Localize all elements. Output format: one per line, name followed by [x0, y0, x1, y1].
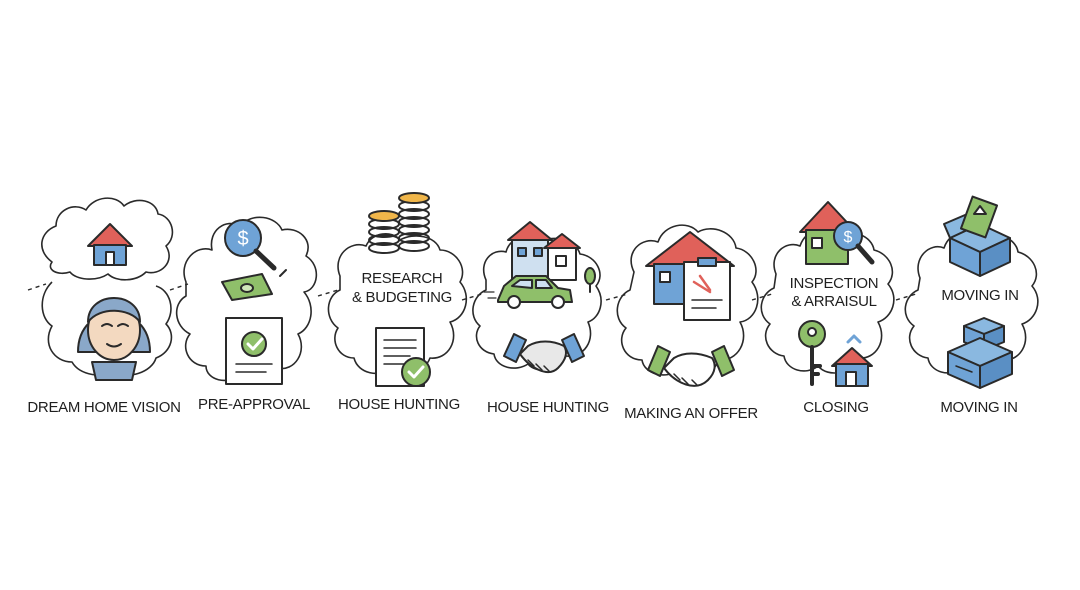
connector	[461, 293, 483, 301]
svg-text:$: $	[237, 228, 248, 250]
magnifier-dollar-icon: $	[224, 219, 277, 271]
connector	[27, 283, 47, 291]
cloud-house-icon	[87, 223, 133, 266]
small-house-icon	[831, 334, 873, 387]
person-icon	[77, 297, 151, 381]
step-pre-approval: $ PRE-APPROVAL	[169, 216, 318, 413]
step-moving-in: MOVING IN MOVING IN	[895, 195, 1039, 416]
cloud-outline	[616, 224, 759, 378]
cloud-outline	[41, 197, 174, 281]
approved-document-icon	[225, 317, 283, 385]
top-label-line-1: INSPECTION	[790, 275, 879, 292]
connector	[317, 289, 339, 297]
connector	[895, 293, 917, 301]
car-icon	[483, 275, 573, 309]
house-contract-icon	[645, 231, 735, 321]
step-label: MAKING AN OFFER	[624, 405, 758, 422]
stacked-boxes-icon	[947, 317, 1013, 389]
handshake-icon	[503, 333, 585, 373]
cash-icon	[221, 269, 287, 301]
moving-box-icon	[943, 195, 1011, 277]
top-label-line-2: & ARRAISUL	[791, 293, 876, 310]
step-label: CLOSING	[803, 399, 868, 416]
step-label: HOUSE HUNTING	[338, 396, 460, 413]
step-label: PRE-APPROVAL	[198, 396, 310, 413]
step-label: MOVING IN	[940, 399, 1017, 416]
svg-text:$: $	[844, 229, 853, 246]
step-research-budgeting: RESEARCH & BUDGETING HOUSE HUNTING	[317, 192, 468, 413]
houses-icon	[507, 221, 596, 293]
coin-stacks-icon	[368, 192, 430, 254]
step-inspection-closing: $ INSPECTION & ARRAISUL CLOSING	[751, 201, 895, 416]
connector	[169, 283, 189, 291]
key-icon	[798, 320, 826, 386]
cloud-outline	[327, 233, 468, 375]
handshake-icon	[647, 345, 735, 387]
top-label: MOVING IN	[941, 287, 1018, 304]
top-label-line-1: RESEARCH	[362, 270, 443, 287]
step-label: DREAM HOME VISION	[27, 399, 180, 416]
step-making-an-offer: MAKING AN OFFER	[605, 224, 759, 422]
connector	[605, 293, 629, 301]
top-label-line-2: & BUDGETING	[352, 289, 452, 306]
step-label: HOUSE HUNTING	[487, 399, 609, 416]
step-house-hunting: HOUSE HUNTING	[461, 221, 609, 416]
connector	[751, 293, 773, 301]
checklist-document-icon	[375, 327, 431, 387]
step-dream-home-vision: DREAM HOME VISION	[27, 197, 181, 416]
house-magnifier-icon: $	[799, 201, 875, 265]
